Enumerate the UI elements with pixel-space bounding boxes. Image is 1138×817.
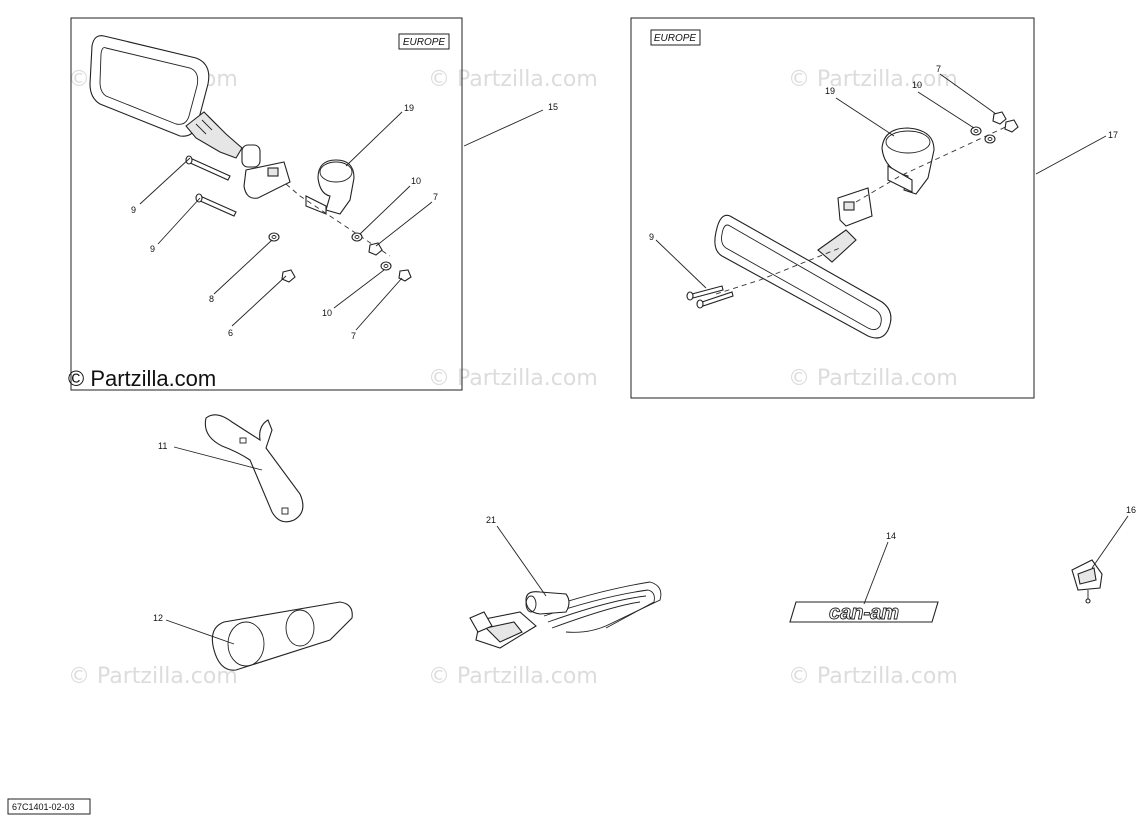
nut-7 <box>1004 119 1019 133</box>
callout: 8 <box>209 294 214 304</box>
side-mirror-head <box>89 35 291 199</box>
callout: 9 <box>131 205 136 215</box>
callout: 19 <box>825 86 835 96</box>
callout: 17 <box>1108 130 1118 140</box>
watermark: © Partzilla.com <box>428 67 598 92</box>
callout: 10 <box>411 176 421 186</box>
callout: 7 <box>433 192 438 202</box>
callout: 11 <box>158 441 167 451</box>
callout: 21 <box>486 515 496 525</box>
side-mirror-kit-panel: EUROPE <box>68 17 558 391</box>
wiring-harness: 21 <box>469 515 662 649</box>
kit-frame <box>70 17 463 391</box>
watermark-layer: © Partzilla.com © Partzilla.com © Partzi… <box>68 67 958 689</box>
callout: 19 <box>404 103 414 113</box>
region-badge-label: EUROPE <box>654 33 697 44</box>
callout: 10 <box>912 80 922 90</box>
callout: 12 <box>153 613 163 623</box>
nut-7 <box>992 111 1007 125</box>
callout: 15 <box>548 102 558 112</box>
watermark: © Partzilla.com <box>428 664 598 689</box>
bolt-9b <box>696 291 734 309</box>
can-am-logo: can-am <box>829 602 899 624</box>
washer-10a <box>351 232 363 242</box>
washer-8 <box>268 232 280 242</box>
watermark: © Partzilla.com <box>788 366 958 391</box>
nut-6 <box>281 269 296 283</box>
callout: 6 <box>228 328 233 338</box>
diagram-code: 67C1401-02-03 <box>12 802 75 812</box>
spanner-wrench: 11 <box>158 414 304 523</box>
sensor-plug: 16 <box>1071 505 1136 604</box>
watermark: © Partzilla.com <box>788 664 958 689</box>
callout: 14 <box>886 531 896 541</box>
handle-cover: 12 <box>153 601 353 671</box>
callout: 16 <box>1126 505 1136 515</box>
watermark: © Partzilla.com <box>68 664 238 689</box>
nut-7a <box>368 242 383 256</box>
washer-10b <box>380 261 392 271</box>
bolt-9a <box>686 285 724 301</box>
callout: 9 <box>150 244 155 254</box>
pipe-clamp <box>881 127 935 195</box>
callout: 9 <box>649 232 654 242</box>
copyright-stamp: © Partzilla.com <box>68 366 216 391</box>
watermark: © Partzilla.com <box>428 366 598 391</box>
kit-frame <box>630 17 1035 399</box>
diagram-code-box: 67C1401-02-03 <box>7 798 91 815</box>
region-badge <box>650 29 701 46</box>
pipe-clamp <box>305 159 355 215</box>
bolt-9a <box>185 155 231 181</box>
callout: 10 <box>322 308 332 318</box>
region-badge-label: EUROPE <box>403 37 446 48</box>
callout: 7 <box>351 331 356 341</box>
region-badge <box>398 33 450 50</box>
can-am-decal: can-am 14 <box>789 531 939 624</box>
washer-10 <box>970 126 982 136</box>
watermark: © Partzilla.com <box>788 67 958 92</box>
rear-mirror-kit-panel: EUROPE 7 10 19 17 9 <box>630 17 1118 399</box>
washer-10 <box>984 134 996 144</box>
bolt-9b <box>195 193 237 217</box>
rear-view-mirror <box>714 187 892 339</box>
callout: 7 <box>936 64 941 74</box>
